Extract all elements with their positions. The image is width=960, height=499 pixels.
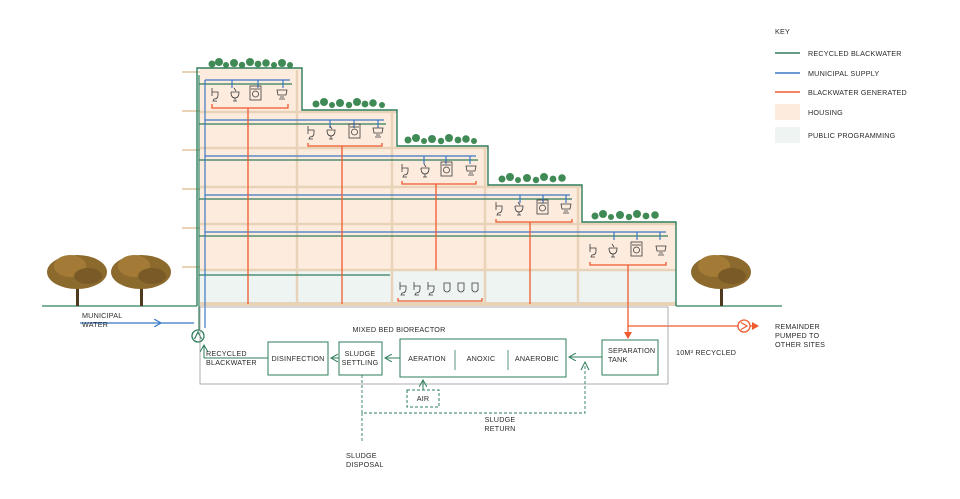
legend-swatch-housing bbox=[775, 104, 800, 120]
bioreactor-box bbox=[399, 338, 567, 378]
toilet-icon bbox=[413, 282, 421, 296]
washing-machine-icon bbox=[536, 199, 549, 215]
anoxic-label: ANOXIC bbox=[467, 354, 496, 363]
shower-icon bbox=[560, 203, 572, 214]
tree-left-1 bbox=[47, 255, 107, 306]
svg-text:MUNICIPAL: MUNICIPAL bbox=[82, 311, 122, 320]
legend-title: KEY bbox=[775, 27, 790, 36]
remainder-label: REMAINDER PUMPED TO OTHER SITES bbox=[775, 322, 825, 349]
disinfection-box bbox=[267, 341, 329, 376]
anaerobic-label: ANAEROBIC bbox=[515, 354, 559, 363]
municipal-water-label: MUNICIPAL WATER bbox=[82, 311, 122, 329]
svg-text:RETURN: RETURN bbox=[484, 424, 515, 433]
legend-label-recycled: RECYCLED BLACKWATER bbox=[808, 49, 902, 58]
shower-icon bbox=[465, 165, 477, 176]
columns bbox=[295, 70, 580, 304]
toilet-icon bbox=[401, 164, 409, 178]
svg-text:RECYCLED: RECYCLED bbox=[206, 349, 247, 358]
recycled-blackwater-label: RECYCLED BLACKWATER bbox=[206, 349, 257, 367]
legend-label-housing: HOUSING bbox=[808, 108, 843, 117]
urinal-icon bbox=[443, 282, 451, 293]
svg-text:SLUDGE: SLUDGE bbox=[345, 349, 376, 358]
washing-machine-icon bbox=[348, 123, 361, 139]
legend-label-blackwater: BLACKWATER GENERATED bbox=[808, 88, 907, 97]
svg-text:DISPOSAL: DISPOSAL bbox=[346, 460, 384, 469]
toilet-icon bbox=[399, 282, 407, 296]
remainder-pump-icon bbox=[737, 319, 759, 333]
urinal-icon bbox=[471, 282, 479, 293]
svg-text:WATER: WATER bbox=[82, 320, 108, 329]
housing-area bbox=[200, 68, 676, 270]
sludge-disposal-label: SLUDGE DISPOSAL bbox=[346, 451, 384, 469]
svg-text:SEPARATION: SEPARATION bbox=[608, 346, 655, 355]
legend-swatch-public bbox=[775, 127, 800, 143]
washing-machine-icon bbox=[630, 241, 643, 257]
sink-icon bbox=[420, 163, 430, 178]
sink-icon bbox=[326, 125, 336, 140]
sludge-return-line bbox=[361, 365, 586, 442]
toilet-icon bbox=[589, 244, 597, 258]
treatment-plant bbox=[199, 306, 669, 442]
svg-text:SLUDGE: SLUDGE bbox=[485, 415, 516, 424]
shower-icon bbox=[655, 245, 667, 256]
sludge-return-label: SLUDGE RETURN bbox=[484, 415, 515, 433]
sink-icon bbox=[230, 87, 240, 102]
disinfection-label: DISINFECTION bbox=[271, 354, 324, 363]
rooftop-plants bbox=[208, 58, 659, 221]
tree-left-2 bbox=[111, 255, 171, 306]
recycled-pump-icon bbox=[191, 329, 205, 343]
separation-tank-box bbox=[601, 339, 659, 376]
toilet-icon bbox=[495, 202, 503, 216]
recycled-volume-label: 10M³ RECYCLED bbox=[676, 348, 736, 357]
separation-tank-label: SEPARATION TANK bbox=[608, 346, 655, 364]
urinal-icon bbox=[457, 282, 465, 293]
fixture-set-level-1 bbox=[211, 85, 288, 102]
toilet-icon bbox=[307, 126, 315, 140]
washing-machine-icon bbox=[249, 85, 262, 101]
sludge-settling-label: SLUDGE SETTLING bbox=[342, 349, 379, 367]
fixture-set-level-2 bbox=[307, 123, 384, 140]
svg-text:BLACKWATER: BLACKWATER bbox=[206, 358, 257, 367]
washing-machine-icon bbox=[440, 161, 453, 177]
tree-right bbox=[691, 255, 751, 306]
sink-icon bbox=[514, 201, 524, 216]
building-envelope bbox=[196, 67, 677, 306]
public-programming-area bbox=[200, 270, 676, 304]
mixed-bed-bioreactor-label: MIXED BED BIOREACTOR bbox=[353, 325, 446, 334]
legend: KEY RECYCLED BLACKWATER MUNICIPAL SUPPLY… bbox=[775, 27, 907, 143]
fixture-set-level-5 bbox=[589, 241, 667, 258]
svg-text:SLUDGE: SLUDGE bbox=[346, 451, 377, 460]
legend-label-municipal: MUNICIPAL SUPPLY bbox=[808, 69, 879, 78]
sink-icon bbox=[608, 243, 618, 258]
svg-text:TANK: TANK bbox=[608, 355, 627, 364]
building-section bbox=[42, 58, 782, 307]
toilet-icon bbox=[211, 88, 219, 102]
fixture-set-level-3 bbox=[401, 161, 477, 178]
air-label: AIR bbox=[417, 394, 430, 403]
fixture-set-level-4 bbox=[495, 199, 572, 216]
svg-text:OTHER SITES: OTHER SITES bbox=[775, 340, 825, 349]
aeration-label: AERATION bbox=[408, 354, 446, 363]
toilet-icon bbox=[427, 282, 435, 296]
svg-text:PUMPED TO: PUMPED TO bbox=[775, 331, 819, 340]
shower-icon bbox=[276, 89, 288, 100]
legend-label-public: PUBLIC PROGRAMMING bbox=[808, 131, 896, 140]
blackwater-pipes bbox=[211, 104, 738, 339]
svg-text:REMAINDER: REMAINDER bbox=[775, 322, 820, 331]
municipal-supply-pipes bbox=[80, 79, 666, 328]
svg-text:SETTLING: SETTLING bbox=[342, 358, 379, 367]
fixture-set-public bbox=[399, 282, 479, 296]
shower-icon bbox=[372, 127, 384, 138]
